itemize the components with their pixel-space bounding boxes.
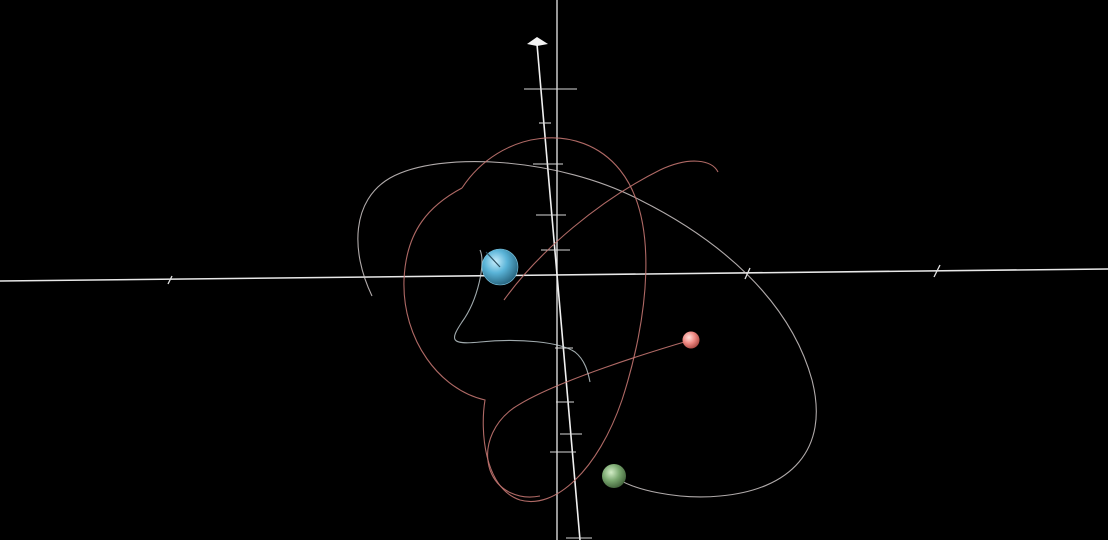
red-body <box>682 331 700 349</box>
red-body-orbit-trail <box>487 160 719 498</box>
blue-body-orbit-trail <box>403 137 647 502</box>
orbit-trails <box>357 137 817 502</box>
green-body-orbit-trail <box>357 161 817 498</box>
x-axis-ticks <box>167 264 941 285</box>
z-axis-arrow-icon <box>527 37 548 46</box>
blue-body-velocity-vector <box>485 251 501 268</box>
inner-orbit-trail <box>453 249 591 383</box>
z-axis <box>536 43 581 540</box>
x-axis <box>0 268 1108 282</box>
z-axis-ticks <box>524 88 592 539</box>
green-body <box>602 464 626 488</box>
celestial-bodies <box>481 248 700 488</box>
